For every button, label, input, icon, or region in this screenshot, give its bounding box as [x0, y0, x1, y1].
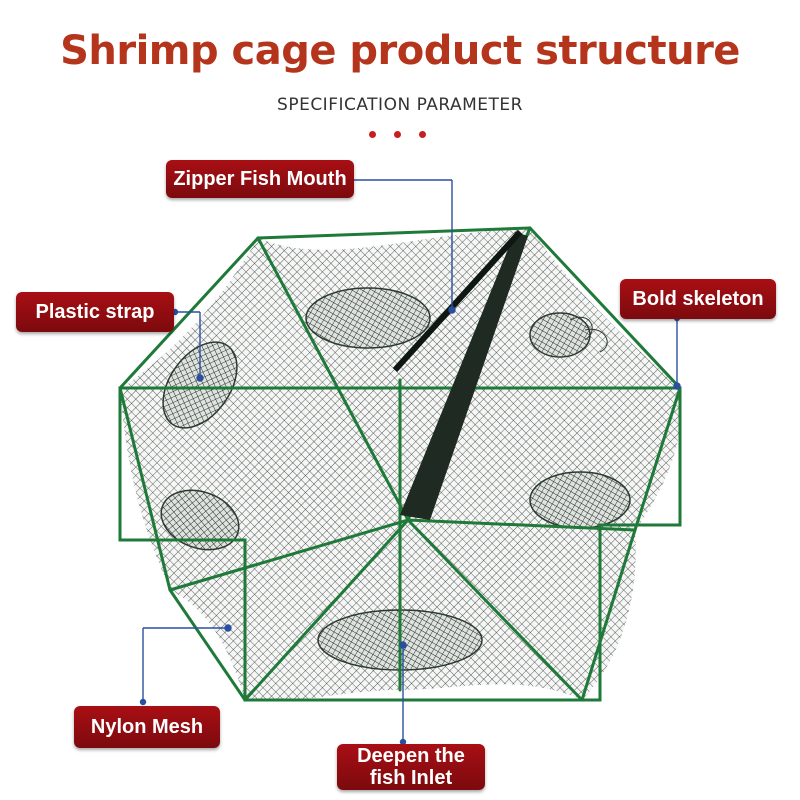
page-title: Shrimp cage product structure: [60, 28, 740, 74]
funnel-left: [162, 341, 238, 429]
decorative-dots: [369, 131, 426, 138]
callout-inlet-line1: Deepen the: [357, 745, 465, 767]
dot-icon: [369, 131, 376, 138]
funnel-left-low: [160, 489, 240, 551]
zipper-strip: [400, 232, 528, 520]
page-subtitle: SPECIFICATION PARAMETER: [277, 95, 523, 115]
dot-icon: [394, 131, 401, 138]
funnel-right: [529, 312, 591, 358]
dot-icon: [419, 131, 426, 138]
rim-band: [118, 386, 682, 702]
funnel-top: [305, 287, 431, 349]
callout-zipper-fish-mouth: Zipper Fish Mouth: [166, 160, 354, 198]
funnel-right-low: [529, 471, 631, 529]
plastic-strap: [569, 317, 608, 353]
callout-bold-skeleton: Bold skeleton: [620, 279, 776, 319]
callout-plastic-strap: Plastic strap: [16, 292, 174, 332]
skeleton-frame: [118, 226, 682, 702]
callout-inlet-line2: fish Inlet: [369, 767, 453, 789]
callout-nylon-mesh: Nylon Mesh: [74, 706, 220, 748]
callout-deepen-fish-inlet: Deepen the fish Inlet: [337, 744, 485, 790]
leader-lines: [139, 176, 681, 746]
